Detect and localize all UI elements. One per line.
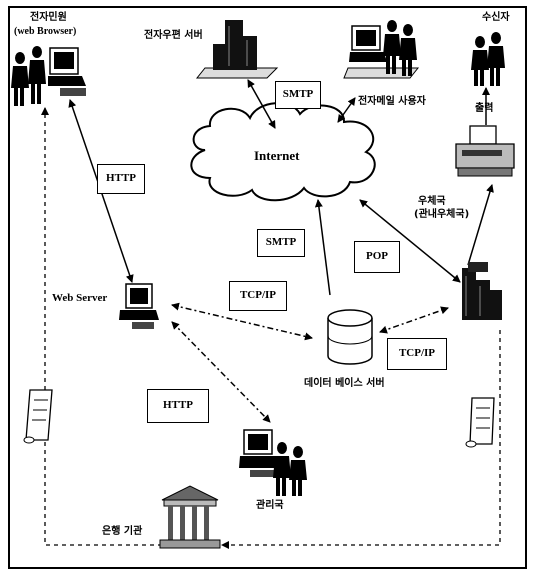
admin-label: 관리국 xyxy=(256,500,284,511)
bank-building-icon xyxy=(159,485,221,549)
bank-label: 은행 기관 xyxy=(102,526,143,537)
web-server-label: Web Server xyxy=(52,292,108,304)
web-server-pc-icon xyxy=(119,283,159,329)
dashdot-connections xyxy=(171,302,449,423)
pop-box: POP xyxy=(354,241,400,273)
sender-sub-label: (web Browser) xyxy=(14,26,77,37)
receiver-people-icon xyxy=(471,32,505,86)
printer-icon xyxy=(455,125,515,177)
mail-server-label: 전자우편 서버 xyxy=(144,30,203,41)
smtp-top-box: SMTP xyxy=(275,81,321,109)
mail-user-line xyxy=(337,97,356,123)
tcpip-db-post-line xyxy=(379,306,449,334)
mail-server-icon xyxy=(195,20,279,79)
internet-cloud-icon xyxy=(190,102,376,202)
post-print-line xyxy=(467,184,494,266)
tcpip-right-box: TCP/IP xyxy=(387,338,447,370)
post-office-server-icon xyxy=(462,262,502,320)
solid-connections xyxy=(68,79,494,296)
document-scroll-icon-left xyxy=(23,389,53,444)
smtp-server-line xyxy=(247,79,276,129)
print-label: 출력 xyxy=(475,103,494,114)
http-left-box: HTTP xyxy=(97,164,145,194)
internet-label: Internet xyxy=(254,148,300,163)
document-scroll-icon-right xyxy=(465,397,495,448)
sender-pc-icon xyxy=(11,46,86,106)
admin-pc-icon xyxy=(239,429,307,496)
dashed-perimeter xyxy=(41,107,501,549)
post-office-label: 우체국 xyxy=(418,196,446,207)
sender-label: 전자민원 xyxy=(30,12,67,23)
smtp-mid-box: SMTP xyxy=(257,229,305,257)
pop-line xyxy=(359,199,461,283)
database-cylinder-icon xyxy=(327,309,373,365)
post-office-sub-label: (관내우체국) xyxy=(414,209,470,220)
db-server-label: 데이터 베이스 서버 xyxy=(304,378,385,389)
receiver-label: 수신자 xyxy=(482,12,510,23)
http-admin-line xyxy=(171,321,271,423)
smtp-db-line xyxy=(314,199,331,296)
mail-user-label: 전자메일 사용자 xyxy=(358,96,426,107)
mail-user-icon xyxy=(343,20,420,79)
tcpip-left-box: TCP/IP xyxy=(229,281,287,311)
http-bottom-box: HTTP xyxy=(147,389,209,423)
